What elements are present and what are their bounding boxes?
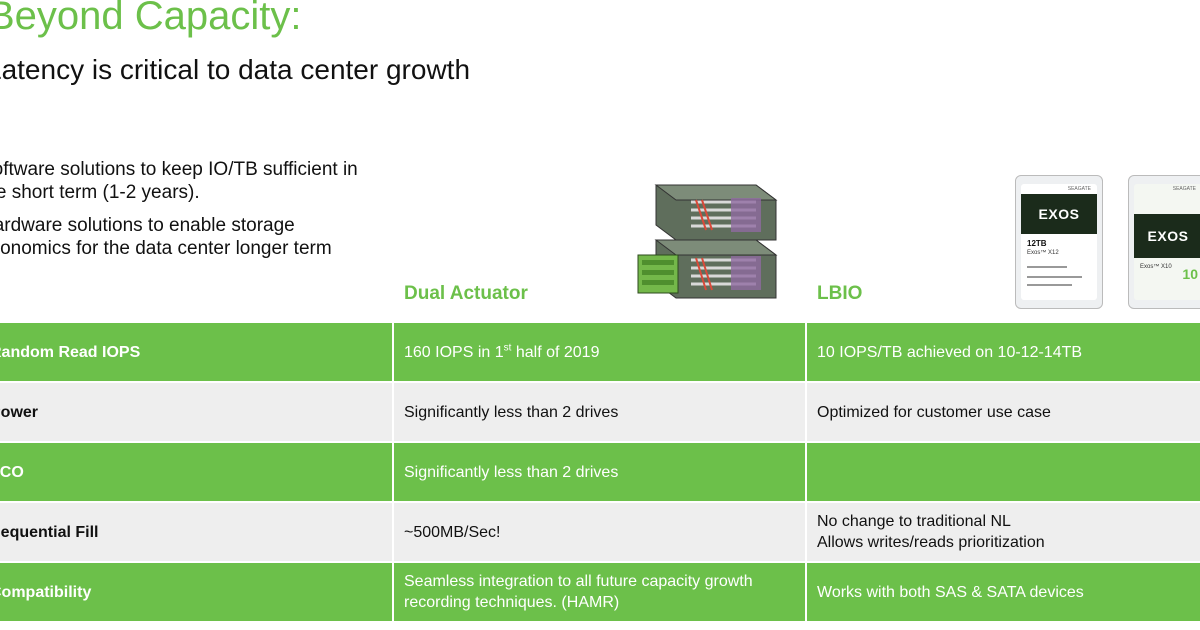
exos-logo: EXOS bbox=[1038, 206, 1080, 222]
exos-logo: EXOS bbox=[1147, 228, 1189, 244]
cell-value: Significantly less than 2 drives bbox=[404, 463, 619, 481]
bullet-line: the short term (1-2 years). bbox=[0, 182, 200, 203]
cell-value: 10 IOPS/TB achieved on 10-12-14TB bbox=[817, 343, 1083, 361]
slide-subtitle: Latency is critical to data center growt… bbox=[0, 54, 471, 85]
drive-big-number: 10 bbox=[1182, 266, 1198, 282]
bullet-list: Software solutions to keep IO/TB suffici… bbox=[0, 158, 400, 270]
row-label: Random Read IOPS bbox=[0, 343, 141, 361]
column-header-dual-actuator: Dual Actuator bbox=[404, 283, 528, 304]
cell-value: Significantly less than 2 drives bbox=[404, 403, 619, 421]
cell-value: Works with both SAS & SATA devices bbox=[817, 583, 1084, 601]
drive-model: Exos™ X10 bbox=[1140, 264, 1172, 270]
slide-title: Beyond Capacity: bbox=[0, 0, 302, 38]
row-label: Sequential Fill bbox=[0, 523, 99, 541]
drive-capacity: 12TB bbox=[1027, 239, 1047, 248]
dual-actuator-image bbox=[637, 184, 778, 299]
exos-x10-drive-image: SEAGATE EXOS Exos™ X10 10 bbox=[1128, 175, 1200, 309]
cell-value: Seamless integration to all future capac… bbox=[404, 573, 753, 590]
drive-brand: SEAGATE bbox=[1172, 186, 1196, 192]
column-header-lbio: LBIO bbox=[817, 283, 863, 304]
row-label: Power bbox=[0, 403, 39, 421]
bullet-item: Hardware solutions to enable storage eco… bbox=[0, 214, 400, 260]
cell-value: ~500MB/Sec! bbox=[404, 523, 501, 541]
bullet-item: Software solutions to keep IO/TB suffici… bbox=[0, 158, 400, 204]
table-row: TCO Significantly less than 2 drives bbox=[0, 443, 1200, 501]
comparison-table: Random Read IOPS 160 IOPS in 1st half of… bbox=[0, 323, 1200, 623]
drive-model: Exos™ X12 bbox=[1027, 250, 1059, 256]
cell-value: Optimized for customer use case bbox=[817, 403, 1051, 421]
table-row: Sequential Fill ~500MB/Sec! No change to… bbox=[0, 503, 1200, 561]
table-row: Power Significantly less than 2 drives O… bbox=[0, 383, 1200, 441]
drive-brand: SEAGATE bbox=[1067, 186, 1091, 192]
bullet-line: Hardware solutions to enable storage bbox=[0, 215, 295, 236]
table-row: Random Read IOPS 160 IOPS in 1st half of… bbox=[0, 323, 1200, 381]
row-label: TCO bbox=[0, 463, 24, 481]
cell-value: 160 IOPS in 1st half of 2019 bbox=[404, 342, 600, 361]
cell-value: No change to traditional NL bbox=[817, 513, 1011, 530]
row-label: Compatibility bbox=[0, 583, 92, 601]
bullet-line: Software solutions to keep IO/TB suffici… bbox=[0, 159, 358, 180]
bullet-line: economics for the data center longer ter… bbox=[0, 238, 332, 259]
table-row: Compatibility Seamless integration to al… bbox=[0, 563, 1200, 621]
exos-x12-drive-image: SEAGATE EXOS 12TB Exos™ X12 bbox=[1015, 175, 1103, 309]
cell-value: recording techniques. (HAMR) bbox=[404, 594, 620, 611]
cell-value: Allows writes/reads prioritization bbox=[817, 534, 1045, 551]
